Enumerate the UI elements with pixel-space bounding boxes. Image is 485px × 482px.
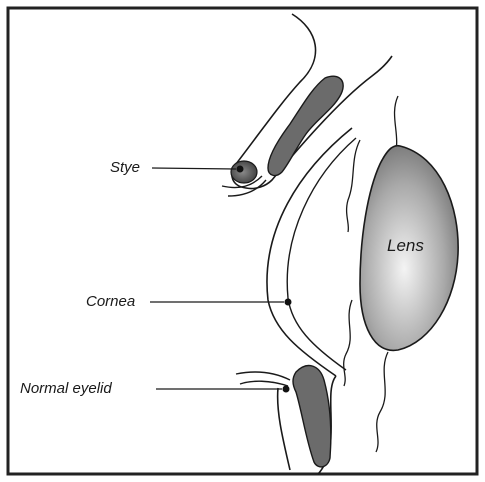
normal-eyelid-label: Normal eyelid: [20, 380, 112, 398]
cornea-label: Cornea: [86, 293, 135, 311]
stye-lump: [231, 161, 257, 183]
cornea-pointer-dot: [285, 299, 292, 306]
cornea-inner: [287, 138, 356, 370]
stye-leader-line: [152, 168, 236, 169]
eyelid-pointer-dot: [283, 386, 290, 393]
lower-eyelashes: [236, 372, 290, 386]
lower-tarsal-plate: [293, 366, 331, 467]
upper-tarsal-plate: [268, 76, 343, 175]
stye-label: Stye: [110, 159, 140, 177]
stye-pointer-dot: [237, 166, 244, 173]
lens-label: Lens: [387, 237, 424, 255]
